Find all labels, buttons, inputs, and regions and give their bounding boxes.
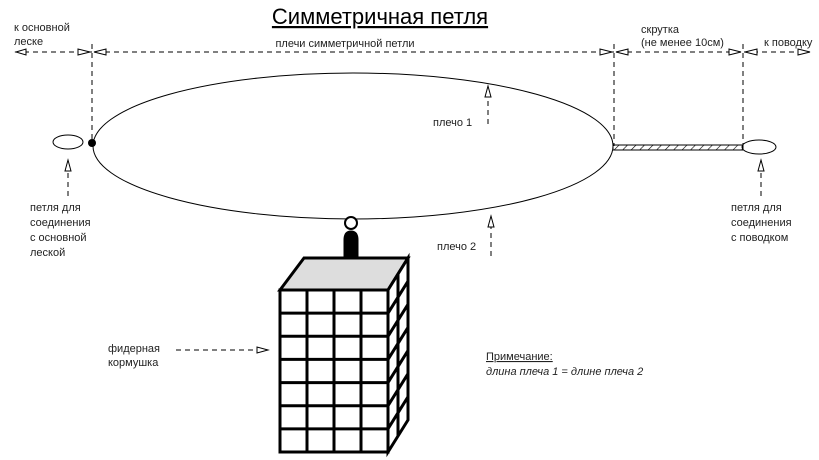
twist-label: скрутка xyxy=(641,24,680,36)
arm1-label: плечо 1 xyxy=(433,117,472,129)
to-leader-label: к поводку xyxy=(764,37,813,49)
right-loop-label: петля для xyxy=(731,202,782,214)
note-heading: Примечание: xyxy=(486,351,553,363)
symmetric-loop xyxy=(92,72,614,220)
twist-label: (не менее 10см) xyxy=(641,37,724,49)
feeder-label: кормушка xyxy=(108,357,159,369)
right-loop-label: соединения xyxy=(731,217,792,229)
knot-dot xyxy=(88,139,96,147)
to-main-line-label: к основной xyxy=(14,22,70,34)
arm2-label: плечо 2 xyxy=(437,241,476,253)
feeder-label: фидерная xyxy=(108,343,160,355)
dimension-arrows xyxy=(14,48,811,56)
arms-label: плечи симметричной петли xyxy=(275,38,414,50)
feeder xyxy=(277,216,411,458)
to-main-line-label: леске xyxy=(14,36,43,48)
main-line-loop xyxy=(52,134,84,150)
left-loop-label: соединения xyxy=(30,217,91,229)
leader-loop xyxy=(741,139,777,155)
right-loop-label: с поводком xyxy=(731,232,788,244)
twist xyxy=(612,144,744,151)
note-text: длина плеча 1 = длине плеча 2 xyxy=(486,366,643,378)
left-loop-label: с основной xyxy=(30,232,87,244)
left-loop-label: петля для xyxy=(30,202,81,214)
page-title: Симметричная петля xyxy=(272,4,488,29)
arm-arrows xyxy=(64,84,765,354)
left-loop-label: леской xyxy=(30,247,65,259)
